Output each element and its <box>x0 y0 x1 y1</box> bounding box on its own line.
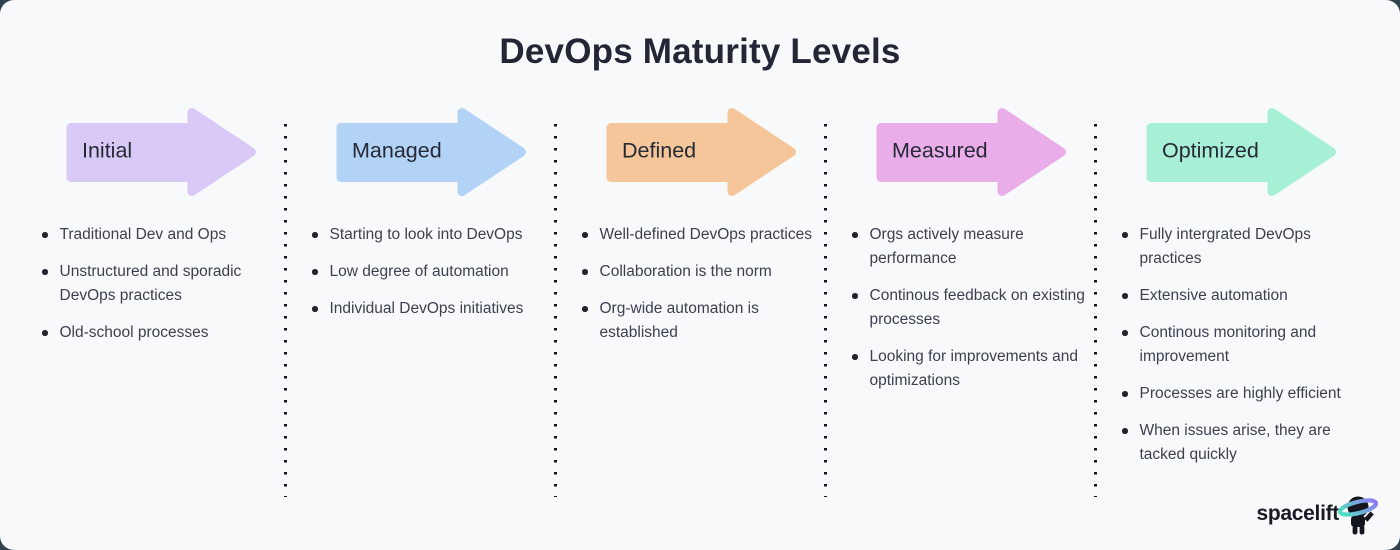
bullet-dot-icon <box>1122 293 1128 299</box>
bullet-dot-icon <box>312 232 318 238</box>
dotted-separator <box>284 124 287 497</box>
bullet-dot-icon <box>1122 330 1128 336</box>
bullet-text: Unstructured and sporadic DevOps practic… <box>59 263 242 304</box>
bullet-dot-icon <box>852 232 858 238</box>
maturity-column-optimized: Optimized Fully intergrated DevOps pract… <box>1097 106 1364 550</box>
arrow-shape-icon <box>876 108 1066 196</box>
arrow-shape-icon <box>66 108 256 196</box>
bullet-dot-icon <box>42 232 48 238</box>
bullet-dot-icon <box>1122 428 1128 434</box>
bullet-text: Looking for improvements and optimizatio… <box>869 348 1079 389</box>
bullet-item: Orgs actively measure performance <box>852 223 1090 271</box>
bullet-item: Looking for improvements and optimizatio… <box>852 345 1090 393</box>
bullet-text: When issues arise, they are tacked quick… <box>1139 422 1331 463</box>
bullet-dot-icon <box>852 293 858 299</box>
stage-label: Measured <box>892 138 988 163</box>
dotted-separator <box>824 124 827 497</box>
bullet-text: Well-defined DevOps practices <box>599 226 813 243</box>
bullet-text: Processes are highly efficient <box>1139 385 1341 402</box>
spacelift-astronaut-icon <box>1338 496 1378 535</box>
bullet-dot-icon <box>582 306 588 312</box>
stage-label: Defined <box>622 138 697 163</box>
arrow-shape-icon <box>606 108 796 196</box>
bullet-item: Individual DevOps initiatives <box>312 297 550 321</box>
bullet-item: Well-defined DevOps practices <box>582 223 820 247</box>
bullet-item: Org-wide automation is established <box>582 297 820 345</box>
bullet-item: When issues arise, they are tacked quick… <box>1122 419 1360 467</box>
arrow-shape-icon <box>1146 108 1336 196</box>
bullet-dot-icon <box>582 232 588 238</box>
bullet-item: Continous feedback on existing processes <box>852 284 1090 332</box>
stage-label: Optimized <box>1162 138 1259 163</box>
bullet-text: Traditional Dev and Ops <box>59 226 227 243</box>
bullet-dot-icon <box>1122 232 1128 238</box>
page-title: DevOps Maturity Levels <box>499 32 901 71</box>
bullet-text: Orgs actively measure performance <box>869 226 1024 267</box>
dotted-separator <box>554 124 557 497</box>
bullet-text: Fully intergrated DevOps practices <box>1139 226 1311 267</box>
bullet-item: Old-school processes <box>42 321 280 345</box>
stage-arrow-defined: Defined <box>602 106 798 198</box>
bullet-text: Continous feedback on existing processes <box>869 287 1085 328</box>
bullet-dot-icon <box>42 269 48 275</box>
bullet-item: Processes are highly efficient <box>1122 382 1360 406</box>
bullet-text: Old-school processes <box>59 324 209 341</box>
bullet-item: Traditional Dev and Ops <box>42 223 280 247</box>
brand-wordmark: spacelift <box>1256 502 1340 525</box>
bullet-dot-icon <box>852 354 858 360</box>
stage-arrow-measured: Measured <box>872 106 1068 198</box>
dotted-separator <box>1094 124 1097 497</box>
stage-label: Initial <box>82 138 133 163</box>
bullet-item: Extensive automation <box>1122 284 1360 308</box>
bullet-text: Starting to look into DevOps <box>329 226 523 243</box>
bullet-item: Starting to look into DevOps <box>312 223 550 247</box>
bullet-dot-icon <box>312 306 318 312</box>
maturity-column-measured: Measured Orgs actively measure performan… <box>827 106 1094 550</box>
stage-arrow-initial: Initial <box>62 106 258 198</box>
bullet-dot-icon <box>312 269 318 275</box>
bullet-text: Low degree of automation <box>329 263 509 280</box>
bullet-item: Collaboration is the norm <box>582 260 820 284</box>
spacelift-logo: spacelift <box>1256 492 1378 538</box>
stage-arrow-managed: Managed <box>332 106 528 198</box>
bullet-item: Fully intergrated DevOps practices <box>1122 223 1360 271</box>
arrow-shape-icon <box>336 108 526 196</box>
bullet-text: Individual DevOps initiatives <box>329 300 524 317</box>
bullet-dot-icon <box>1122 391 1128 397</box>
bullet-text: Continous monitoring and improvement <box>1139 324 1317 365</box>
bullet-item: Continous monitoring and improvement <box>1122 321 1360 369</box>
bullet-text: Org-wide automation is established <box>599 300 759 341</box>
stage-arrow-optimized: Optimized <box>1142 106 1338 198</box>
bullet-dot-icon <box>42 330 48 336</box>
stage-label: Managed <box>352 138 442 163</box>
bullet-text: Extensive automation <box>1139 287 1288 304</box>
bullet-item: Unstructured and sporadic DevOps practic… <box>42 260 280 308</box>
bullet-dot-icon <box>582 269 588 275</box>
bullet-text: Collaboration is the norm <box>599 263 772 280</box>
bullet-item: Low degree of automation <box>312 260 550 284</box>
